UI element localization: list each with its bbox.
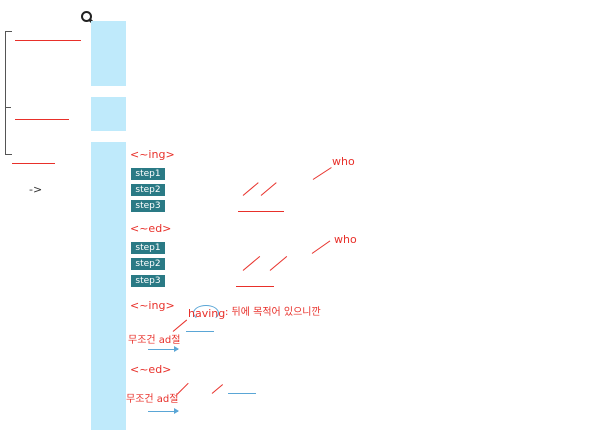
annotation-underline (236, 286, 274, 287)
clause-label: 무조건 ad절 (128, 335, 181, 346)
note-text: : 뒤에 목적어 있으니깐 (225, 307, 321, 318)
annotation-stroke (269, 255, 288, 271)
outline-item-line[interactable] (15, 119, 69, 120)
clause-label: 무조건 ad절 (126, 394, 179, 405)
column-block-main (91, 142, 126, 430)
annotation-underline (238, 211, 284, 212)
step-button[interactable]: step3 (131, 200, 165, 212)
outline-tick (5, 107, 11, 108)
annotation-stroke (211, 384, 224, 394)
section-heading: <~ed> (130, 222, 172, 235)
arrow-icon (148, 346, 179, 352)
note-keyword: having (188, 307, 226, 320)
column-block-top (91, 21, 126, 86)
annotation-stroke (242, 182, 259, 196)
section-heading: <~ing> (130, 148, 175, 161)
who-label: who (332, 155, 355, 168)
nav-arrow[interactable]: -> (29, 183, 43, 196)
annotation-underline (228, 393, 256, 394)
step-button[interactable]: step1 (131, 168, 165, 180)
annotation-stroke (242, 255, 261, 271)
annotation-underline (186, 331, 214, 332)
outline-item-line[interactable] (12, 163, 55, 164)
annotation-stroke (172, 319, 188, 332)
section-heading: <~ed> (130, 363, 172, 376)
outline-bracket (5, 31, 12, 155)
step-button[interactable]: step2 (131, 184, 165, 196)
annotation-stroke (312, 167, 332, 180)
section-heading: <~ing> (130, 299, 175, 312)
step-button[interactable]: step3 (131, 275, 165, 287)
arrow-icon (148, 408, 179, 414)
outline-item-line[interactable] (15, 40, 81, 41)
column-block-middle (91, 97, 126, 131)
highlight-circle (193, 305, 219, 321)
step-button[interactable]: step2 (131, 258, 165, 270)
who-label: who (334, 233, 357, 246)
step-button[interactable]: step1 (131, 242, 165, 254)
annotation-stroke (311, 240, 331, 254)
annotation-stroke (260, 182, 277, 196)
